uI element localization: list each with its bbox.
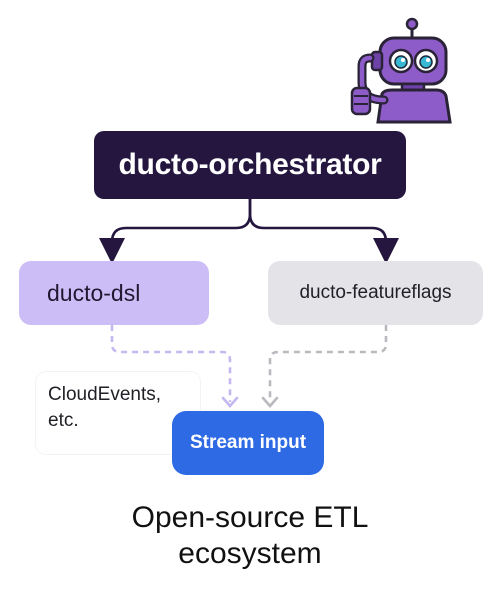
dashed-arrow-from-dsl — [110, 325, 232, 402]
orchestrator-branch-arrows — [99, 199, 399, 264]
dashed-arrow-from-featureflags — [268, 325, 388, 402]
arrow-to-featureflags — [248, 199, 399, 264]
dashed-arrowheads — [221, 396, 279, 408]
diagram-caption: Open-source ETL ecosystem — [131, 501, 369, 570]
featureflags-node: ducto-featureflags — [268, 261, 483, 325]
dsl-node: ducto-dsl — [19, 261, 209, 325]
dashed-arrowhead-dsl — [221, 396, 239, 408]
arrow-to-dsl — [99, 199, 252, 264]
robot-mascot-icon — [350, 17, 452, 124]
orchestrator-node: ducto-orchestrator — [94, 131, 406, 199]
dashed-arrows — [110, 325, 388, 402]
stream-input-node: Stream input — [172, 411, 324, 475]
dashed-arrowhead-featureflags — [261, 396, 279, 408]
